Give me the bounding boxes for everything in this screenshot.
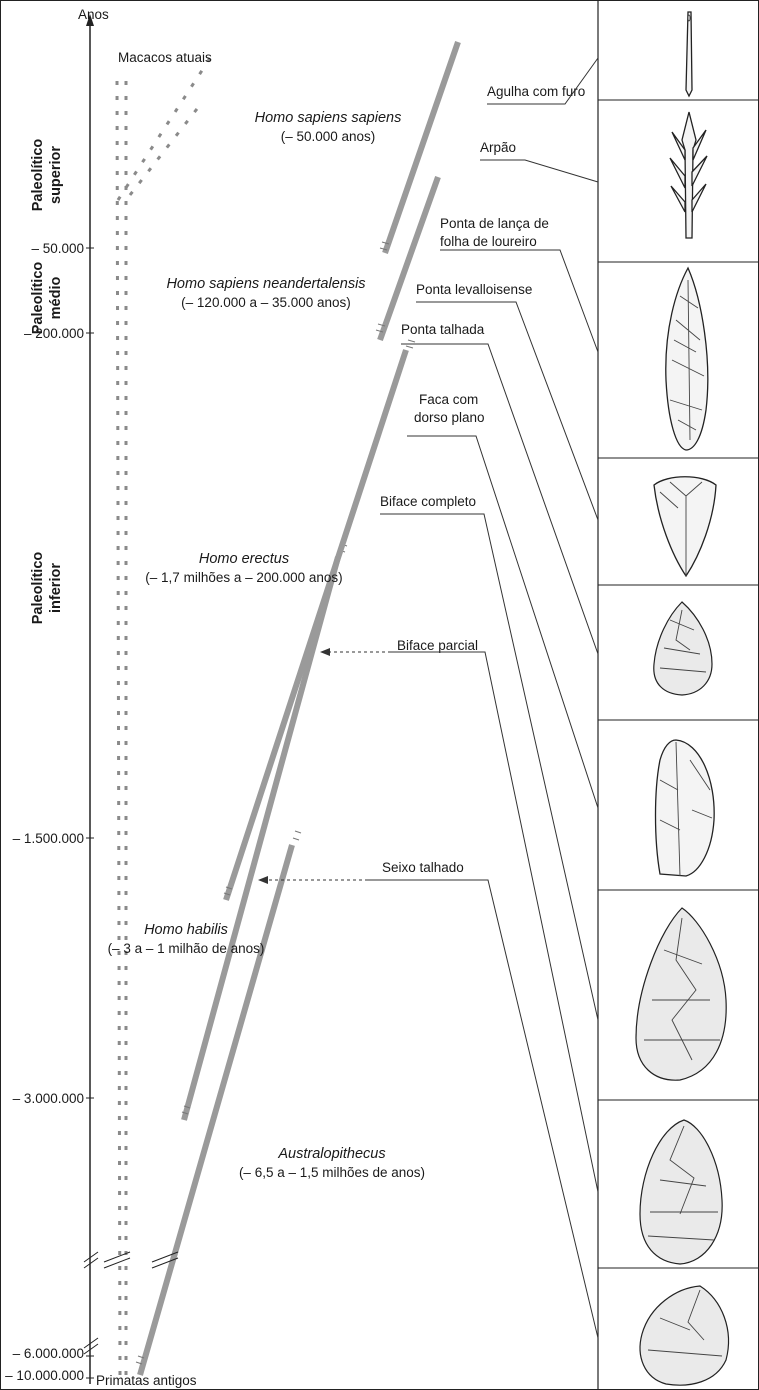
tick-label: – 6.000.000 xyxy=(13,1346,84,1361)
axis-title: Anos xyxy=(78,7,109,22)
harpoon-icon xyxy=(670,112,707,238)
species-labels: Homo sapiens sapiens (– 50.000 anos) Hom… xyxy=(108,110,425,1180)
complete-biface-icon xyxy=(636,908,726,1080)
levallois-point-icon xyxy=(654,477,716,576)
species-name: Homo erectus xyxy=(199,551,289,567)
partial-biface-icon xyxy=(640,1120,722,1264)
tool-label-laurel-1: Ponta de lança de xyxy=(440,216,549,231)
tick-label: – 3.000.000 xyxy=(13,1091,84,1106)
species-range: (– 3 a – 1 milhão de anos) xyxy=(108,941,265,956)
tool-label-knife-2: dorso plano xyxy=(414,410,485,425)
lineage-homo-erectus xyxy=(226,350,406,900)
species-range: (– 6,5 a – 1,5 milhões de anos) xyxy=(239,1165,425,1180)
tick-label: – 50.000 xyxy=(31,241,84,256)
species-range: (– 50.000 anos) xyxy=(281,129,376,144)
period-inferior-line1: Paleolítico xyxy=(30,552,46,625)
species-name: Homo sapiens neandertalensis xyxy=(166,276,365,292)
species-name: Australopithecus xyxy=(277,1146,385,1162)
laurel-leaf-point-icon xyxy=(666,268,708,450)
tool-label-laurel-2: folha de loureiro xyxy=(440,234,537,249)
tool-panel xyxy=(598,0,759,1390)
bottom-label: Primatas antigos xyxy=(96,1373,197,1388)
worked-point-icon xyxy=(654,602,712,695)
period-labels: Paleolítico superior Paleolítico médio P… xyxy=(30,139,64,625)
apes-label: Macacos atuais xyxy=(118,50,212,65)
arrow-icon xyxy=(258,876,268,884)
tool-label-levallois: Ponta levalloisense xyxy=(416,282,532,297)
tool-label-harpoon: Arpão xyxy=(480,140,516,155)
period-inferior-line2: inferior xyxy=(48,563,64,613)
lineage-homo-neandertalensis xyxy=(380,177,438,340)
knife-icon xyxy=(656,740,715,876)
arrow-icon xyxy=(320,648,330,656)
species-name: Homo habilis xyxy=(144,922,228,938)
tool-label-partial-biface: Biface parcial xyxy=(397,638,478,653)
species-range: (– 120.000 a – 35.000 anos) xyxy=(181,295,351,310)
species-range: (– 1,7 milhões a – 200.000 anos) xyxy=(145,570,342,585)
tool-label-knife-1: Faca com xyxy=(419,392,478,407)
species-name: Homo sapiens sapiens xyxy=(255,110,402,126)
lineage-homo-habilis xyxy=(184,557,338,1120)
tool-label-worked-point: Ponta talhada xyxy=(401,322,485,337)
period-superior-line2: superior xyxy=(48,146,64,204)
tool-label-pebble: Seixo talhado xyxy=(382,860,464,875)
needle-icon xyxy=(686,12,692,96)
tick-label: – 1.500.000 xyxy=(13,831,84,846)
tool-label-complete-biface: Biface completo xyxy=(380,494,476,509)
period-medio-line1: Paleolítico xyxy=(30,262,46,335)
period-medio-line2: médio xyxy=(48,277,64,320)
period-superior-line1: Paleolítico xyxy=(30,139,46,212)
tick-label: – 10.000.000 xyxy=(5,1368,84,1383)
time-axis: Anos – 50.000 – 200.000 – 1.500.000 – 3.… xyxy=(5,7,109,1384)
pebble-tool-icon xyxy=(640,1286,728,1385)
